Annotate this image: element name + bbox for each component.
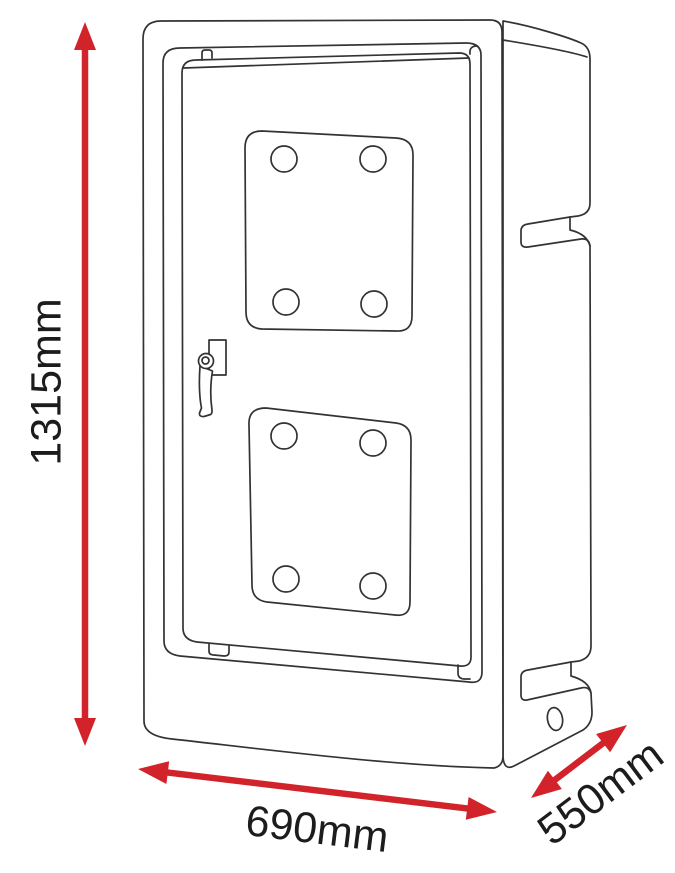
door-frame-corner-curl xyxy=(469,45,478,55)
side-top-chamfer-line xyxy=(502,39,588,58)
arrowhead-icon xyxy=(74,718,96,746)
handle-pivot-hole xyxy=(201,356,210,365)
bolt-hole xyxy=(270,145,298,173)
bolt-hole xyxy=(272,565,300,593)
bolt-hole xyxy=(270,422,298,450)
bolt-hole xyxy=(272,288,300,316)
door-bottom-right-notch xyxy=(457,664,471,680)
arrowhead-icon xyxy=(138,761,170,784)
cabinet-line-art xyxy=(142,19,593,769)
width-dimension-arrow xyxy=(138,761,497,820)
side-groove-upper xyxy=(520,216,591,248)
door-handle-icon xyxy=(197,339,227,418)
bolt-hole xyxy=(359,429,387,457)
door-panel-upper xyxy=(244,130,414,332)
door-top-bevel-line xyxy=(183,57,470,69)
cabinet-side-face xyxy=(502,20,593,769)
bolt-hole xyxy=(359,572,387,600)
door-hinge-notch xyxy=(201,49,213,61)
cabinet-front-face xyxy=(142,19,504,769)
arrowhead-icon xyxy=(596,725,627,753)
door-bottom-notch xyxy=(208,643,230,657)
side-groove-lower xyxy=(520,661,592,701)
bolt-hole xyxy=(360,290,388,318)
arrowhead-icon xyxy=(74,22,96,50)
depth-dimension-arrow xyxy=(531,725,627,798)
drain-hole xyxy=(546,706,564,732)
bolt-hole xyxy=(359,145,387,173)
height-dimension-label: 1315mm xyxy=(22,298,71,466)
cabinet-door-frame xyxy=(162,42,483,684)
handle-lever xyxy=(198,365,214,418)
handle-pivot xyxy=(197,352,215,370)
arrowhead-icon xyxy=(531,770,562,798)
arrowhead-icon xyxy=(465,797,497,820)
height-dimension-arrow xyxy=(74,22,96,746)
door-panel-lower xyxy=(248,407,412,617)
